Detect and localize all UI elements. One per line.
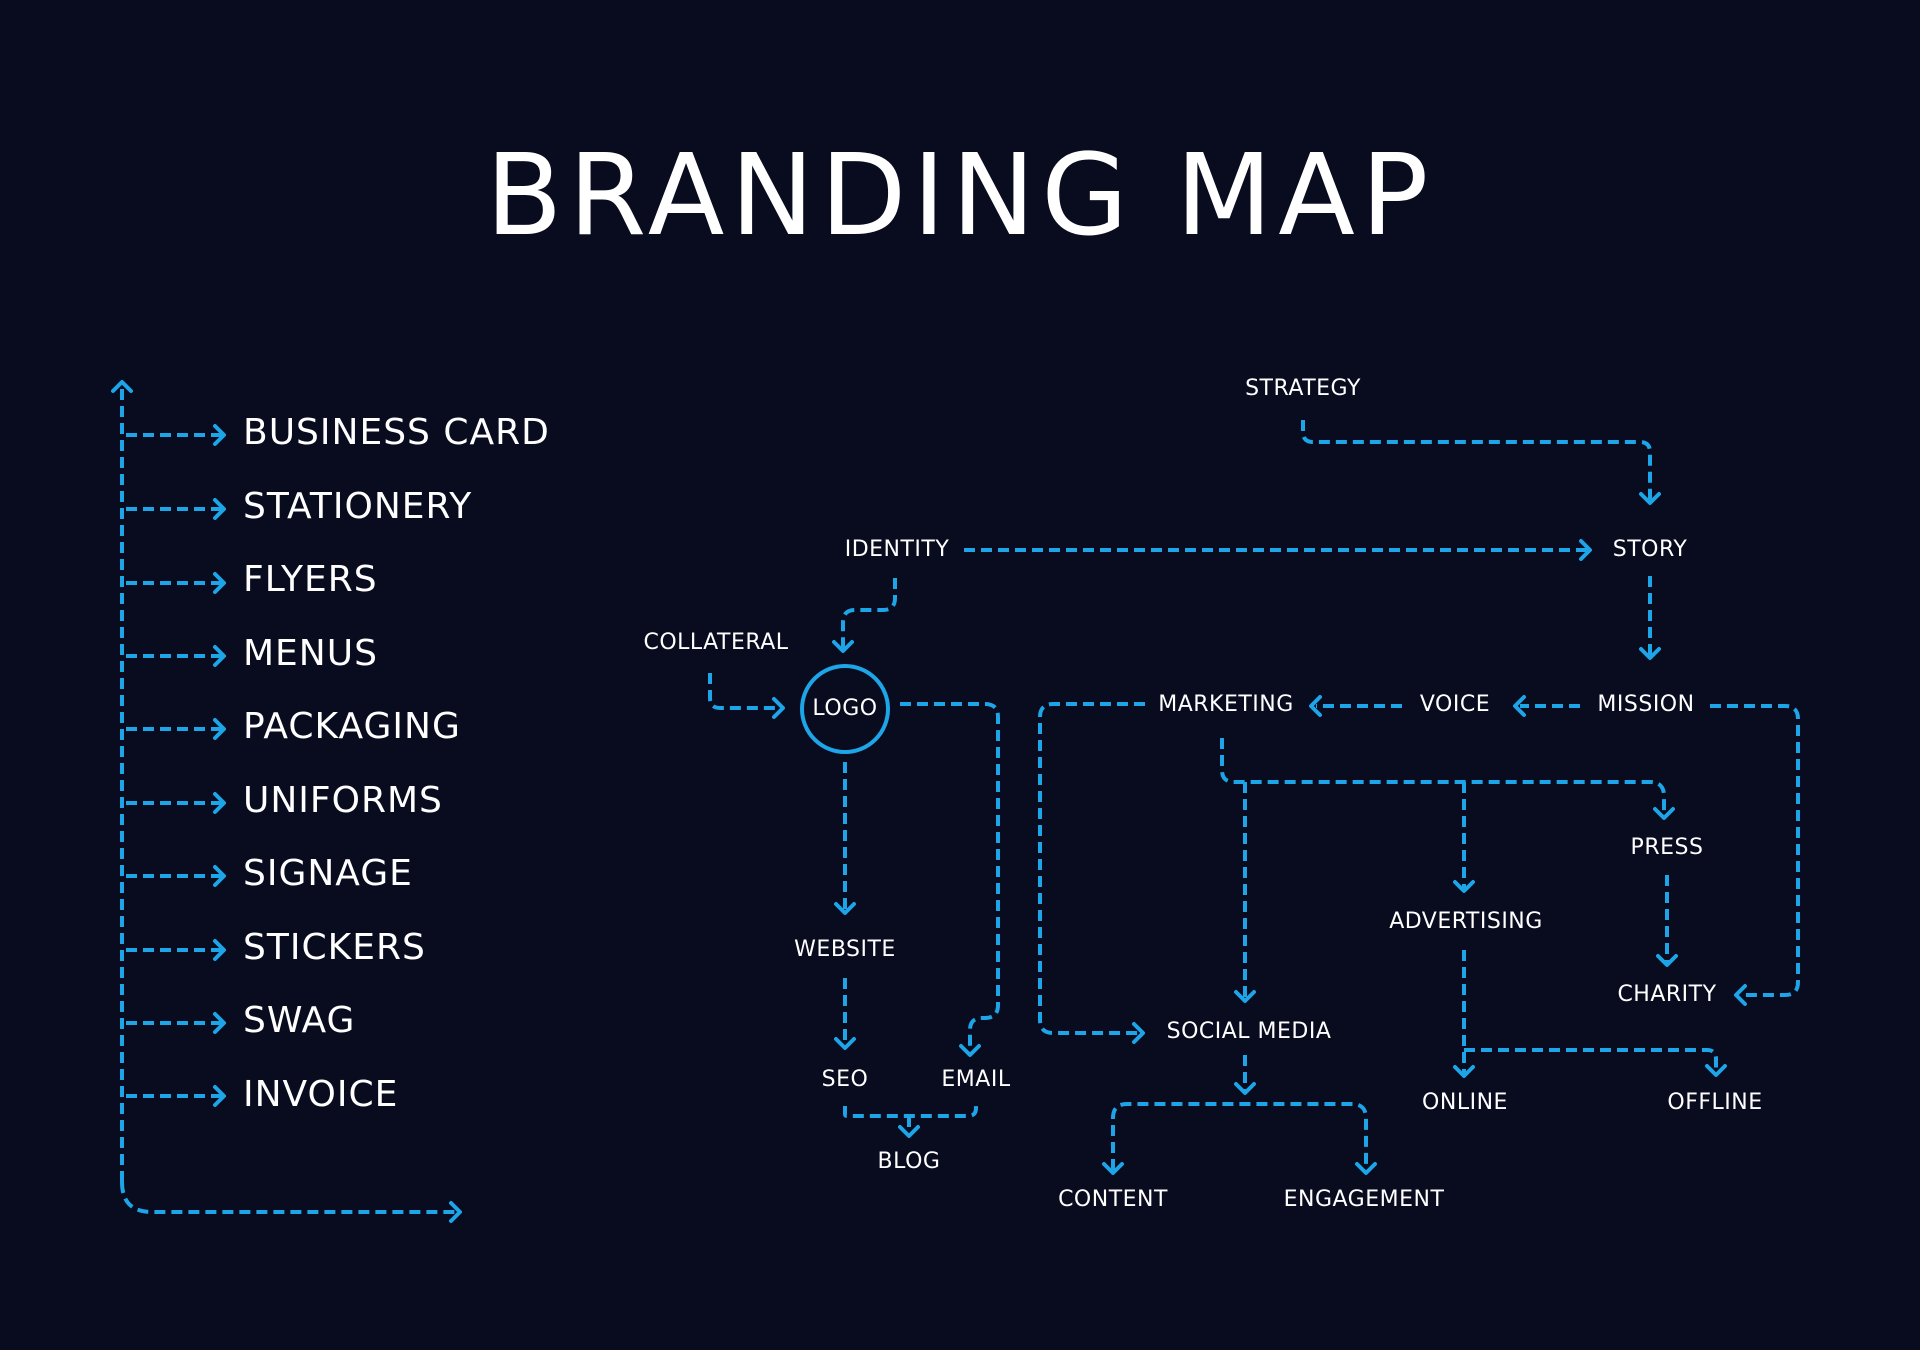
node-strategy: STRATEGY xyxy=(1245,376,1361,401)
website-seo-arrow-head xyxy=(834,1037,856,1050)
list-branch-arrow-head xyxy=(213,498,226,520)
blog-arrow-head xyxy=(898,1125,920,1138)
node-online: ONLINE xyxy=(1422,1090,1508,1115)
social-split-line xyxy=(1111,1102,1368,1170)
list-branch-arrow-head xyxy=(213,792,226,814)
social-stem-arrow-head xyxy=(1234,1082,1256,1095)
list-item-invoice: INVOICE xyxy=(243,1074,399,1115)
voice-marketing-arrow-head xyxy=(1309,695,1322,717)
seo-email-join-line xyxy=(843,1104,978,1118)
node-website: WEBSITE xyxy=(794,937,896,962)
node-charity: CHARITY xyxy=(1617,982,1717,1007)
list-item-stationery: STATIONERY xyxy=(243,486,473,527)
list-branch-arrow-head xyxy=(213,572,226,594)
list-branch-arrow-head xyxy=(213,865,226,887)
identity-logo-arrow-head xyxy=(832,640,854,653)
node-mission: MISSION xyxy=(1597,692,1695,717)
advertising-offline-arrow-head xyxy=(1705,1064,1727,1077)
bottom-line xyxy=(120,1181,458,1214)
logo-circle xyxy=(800,664,890,754)
list-item-stickers: STICKERS xyxy=(243,927,426,968)
press-charity-arrow-head xyxy=(1656,954,1678,967)
advertising-online-arrow-head xyxy=(1453,1065,1475,1078)
node-press: PRESS xyxy=(1630,835,1704,860)
node-offline: OFFLINE xyxy=(1667,1090,1763,1115)
marketing-advertising-arrow-head xyxy=(1453,880,1475,893)
mission-charity-arrow-head xyxy=(1734,984,1747,1006)
list-item-menus: MENUS xyxy=(243,633,378,674)
list-item-uniforms: UNIFORMS xyxy=(243,780,443,821)
mission-voice-arrow-head xyxy=(1513,695,1526,717)
marketing-press-arrow-head xyxy=(1653,807,1675,820)
node-seo: SEO xyxy=(821,1067,869,1092)
strategy-story-arrow-head xyxy=(1639,492,1661,505)
node-engagement: ENGAGEMENT xyxy=(1283,1187,1445,1212)
node-marketing: MARKETING xyxy=(1158,692,1294,717)
marketing-press-line xyxy=(1220,738,1666,815)
engagement-arrow-head xyxy=(1355,1162,1377,1175)
node-collateral: COLLATERAL xyxy=(643,630,789,655)
strategy-story-line xyxy=(1301,420,1652,500)
node-logo: LOGO xyxy=(812,696,878,721)
collateral-logo-line xyxy=(708,673,780,710)
spine-arrow-head xyxy=(111,380,133,393)
node-email: EMAIL xyxy=(941,1067,1011,1092)
mission-charity-line xyxy=(1710,704,1800,997)
marketing-social-arrow-head xyxy=(1132,1022,1145,1044)
collateral-logo-arrow-head xyxy=(772,697,785,719)
logo-email-line xyxy=(900,702,1000,1052)
list-item-business-card: BUSINESS CARD xyxy=(243,412,550,453)
marketing-social-line xyxy=(1038,702,1145,1035)
node-voice: VOICE xyxy=(1419,692,1491,717)
story-mission-arrow-head xyxy=(1639,647,1661,660)
list-branch-arrow-head xyxy=(213,718,226,740)
list-branch-arrow-head xyxy=(213,424,226,446)
list-item-signage: SIGNAGE xyxy=(243,853,413,894)
node-social-media: SOCIAL MEDIA xyxy=(1166,1019,1332,1044)
list-item-flyers: FLYERS xyxy=(243,559,378,600)
node-story: STORY xyxy=(1612,537,1688,562)
node-advertising: ADVERTISING xyxy=(1389,909,1543,934)
advertising-offline-line xyxy=(1464,1048,1718,1072)
identity-logo-line xyxy=(841,578,897,648)
marketing-social-drop-arrow-head xyxy=(1234,990,1256,1003)
list-branch-arrow-head xyxy=(213,1085,226,1107)
content-arrow-head xyxy=(1102,1162,1124,1175)
list-branch-arrow-head xyxy=(213,645,226,667)
page-title: BRANDING MAP xyxy=(485,131,1435,261)
list-branch-arrow-head xyxy=(213,939,226,961)
list-item-packaging: PACKAGING xyxy=(243,706,461,747)
logo-email-arrow-head xyxy=(959,1044,981,1057)
identity-story-arrow-head xyxy=(1579,539,1592,561)
node-content: CONTENT xyxy=(1058,1187,1168,1212)
node-blog: BLOG xyxy=(877,1149,941,1174)
list-item-swag: SWAG xyxy=(243,1000,356,1041)
list-branch-arrow-head xyxy=(213,1012,226,1034)
logo-website-arrow-head xyxy=(834,902,856,915)
node-identity: IDENTITY xyxy=(844,537,950,562)
bottom-arrow-head xyxy=(449,1201,462,1223)
